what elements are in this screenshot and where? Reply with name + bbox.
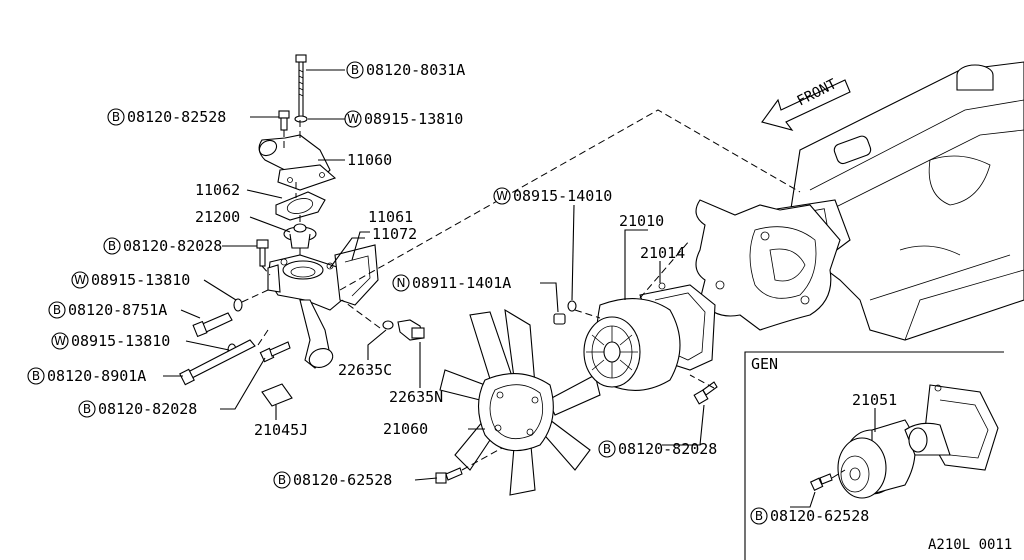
figure-code: A210L 0011 bbox=[928, 537, 1012, 553]
svg-text:B: B bbox=[351, 63, 359, 77]
badge-b: B bbox=[78, 400, 96, 418]
inset-gen: GEN bbox=[744, 351, 1004, 560]
label-08120-62528: 08120-62528 bbox=[293, 471, 392, 489]
leader-lines bbox=[163, 69, 705, 481]
bolt-82028-lower bbox=[259, 341, 291, 363]
badge-w: W bbox=[71, 271, 89, 289]
svg-text:W: W bbox=[496, 189, 508, 203]
badge-b: B bbox=[103, 237, 121, 255]
badge-b: B bbox=[346, 61, 364, 79]
label-08120-82028: 08120-82028 bbox=[98, 400, 197, 418]
bolt-82028-housing bbox=[256, 239, 269, 267]
badge-b: B bbox=[273, 471, 291, 489]
label-08915-14010: 08915-14010 bbox=[513, 187, 612, 205]
gasket-11062 bbox=[275, 191, 326, 221]
inlet-housing-11061 bbox=[267, 254, 343, 369]
label-11060: 11060 bbox=[347, 151, 392, 169]
label-08120-62528: 08120-62528 bbox=[770, 507, 869, 525]
label-08915-13810: 08915-13810 bbox=[91, 271, 190, 289]
badge-b: B bbox=[27, 367, 45, 385]
label-22635n: 22635N bbox=[389, 388, 443, 406]
label-11061: 11061 bbox=[368, 208, 413, 226]
sensor-22635n bbox=[382, 319, 425, 341]
svg-text:B: B bbox=[755, 509, 763, 523]
label-21051: 21051 bbox=[852, 391, 897, 409]
label-08120-8751a: 08120-8751A bbox=[68, 301, 167, 319]
svg-text:B: B bbox=[32, 369, 40, 383]
label-08915-13810: 08915-13810 bbox=[364, 110, 463, 128]
front-arrow: FRONT bbox=[761, 76, 851, 131]
badge-b: B bbox=[107, 108, 125, 126]
badge-b: B bbox=[48, 301, 66, 319]
callout-labels: B 08120-8031A B 08120-82528 W 08915-1381… bbox=[27, 61, 1012, 553]
svg-text:N: N bbox=[397, 276, 406, 290]
svg-text:W: W bbox=[54, 334, 66, 348]
svg-text:B: B bbox=[603, 442, 611, 456]
water-pump-21010 bbox=[583, 282, 716, 391]
label-08120-8901a: 08120-8901A bbox=[47, 367, 146, 385]
label-08915-13810: 08915-13810 bbox=[71, 332, 170, 350]
svg-text:B: B bbox=[112, 110, 120, 124]
badge-n: N bbox=[392, 274, 410, 292]
svg-text:B: B bbox=[83, 402, 91, 416]
label-21060: 21060 bbox=[383, 420, 428, 438]
engine-block bbox=[695, 61, 1024, 341]
fan-21060 bbox=[439, 308, 601, 496]
water-outlet-11060 bbox=[258, 134, 337, 191]
label-11062: 11062 bbox=[195, 181, 240, 199]
gasket-11072 bbox=[334, 244, 379, 306]
label-08120-8031a: 08120-8031A bbox=[366, 61, 465, 79]
label-21014: 21014 bbox=[640, 244, 685, 262]
label-08120-82028: 08120-82028 bbox=[123, 237, 222, 255]
label-08911-1401a: 08911-1401A bbox=[412, 274, 511, 292]
nut-1401a bbox=[553, 300, 577, 325]
bolt-62528-fan bbox=[435, 467, 463, 484]
bolt-8031a bbox=[294, 54, 308, 123]
badge-w: W bbox=[493, 187, 511, 205]
badge-w: W bbox=[51, 332, 69, 350]
bolt-8901a bbox=[179, 339, 256, 386]
svg-text:B: B bbox=[53, 303, 61, 317]
badge-w: W bbox=[344, 110, 362, 128]
plate-21045j bbox=[261, 383, 293, 407]
svg-text:B: B bbox=[108, 239, 116, 253]
label-11072: 11072 bbox=[372, 225, 417, 243]
label-08120-82028: 08120-82028 bbox=[618, 440, 717, 458]
label-21010: 21010 bbox=[619, 212, 664, 230]
svg-text:W: W bbox=[347, 112, 359, 126]
bolt-82028-pump bbox=[693, 381, 718, 405]
svg-text:B: B bbox=[278, 473, 286, 487]
thermostat-21200 bbox=[283, 223, 317, 249]
label-21200: 21200 bbox=[195, 208, 240, 226]
bolt-8751a bbox=[192, 298, 243, 338]
badge-b: B bbox=[598, 440, 616, 458]
bolt-82528-top bbox=[278, 110, 290, 131]
label-21045j: 21045J bbox=[254, 421, 308, 439]
label-22635c: 22635C bbox=[338, 361, 392, 379]
inset-title: GEN bbox=[751, 355, 778, 373]
svg-text:W: W bbox=[74, 273, 86, 287]
badge-b: B bbox=[750, 507, 768, 525]
label-08120-82528: 08120-82528 bbox=[127, 108, 226, 126]
